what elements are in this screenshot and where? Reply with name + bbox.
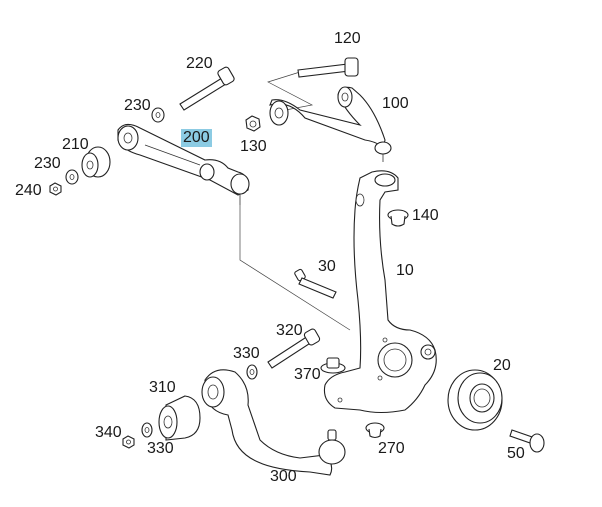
bushing-310[interactable] xyxy=(158,395,201,441)
label-330-lower[interactable]: 330 xyxy=(147,440,174,457)
nut-240[interactable] xyxy=(49,182,62,196)
label-10[interactable]: 10 xyxy=(396,262,414,279)
label-210[interactable]: 210 xyxy=(62,136,89,153)
label-300[interactable]: 300 xyxy=(270,468,297,485)
bolt-320[interactable] xyxy=(267,328,321,369)
label-340[interactable]: 340 xyxy=(95,424,122,441)
label-320[interactable]: 320 xyxy=(276,322,303,339)
plug-140[interactable] xyxy=(387,209,409,227)
washer-330-lower[interactable] xyxy=(141,422,153,438)
bushing-210[interactable] xyxy=(81,146,111,178)
nut-370[interactable] xyxy=(320,357,346,374)
label-310[interactable]: 310 xyxy=(149,379,176,396)
label-240[interactable]: 240 xyxy=(15,182,42,199)
label-30[interactable]: 30 xyxy=(318,258,336,275)
label-100[interactable]: 100 xyxy=(382,95,409,112)
bolt-120[interactable] xyxy=(297,57,359,78)
label-220[interactable]: 220 xyxy=(186,55,213,72)
wheel-hub-20[interactable] xyxy=(447,369,503,431)
label-270[interactable]: 270 xyxy=(378,440,405,457)
steering-knuckle-10[interactable] xyxy=(323,170,437,414)
label-50[interactable]: 50 xyxy=(507,445,525,462)
nut-130[interactable] xyxy=(245,115,261,132)
bolt-50[interactable] xyxy=(509,429,545,453)
upper-control-arm-100[interactable] xyxy=(269,86,392,162)
label-20[interactable]: 20 xyxy=(493,357,511,374)
bolt-220[interactable] xyxy=(179,66,235,111)
label-130[interactable]: 130 xyxy=(240,138,267,155)
label-230-lower[interactable]: 230 xyxy=(34,155,61,172)
lower-control-arm-200[interactable] xyxy=(117,123,250,205)
washer-330-upper[interactable] xyxy=(246,364,258,380)
label-330-upper[interactable]: 330 xyxy=(233,345,260,362)
bolt-30[interactable] xyxy=(294,268,337,299)
lower-wishbone-300[interactable] xyxy=(201,369,346,476)
label-120[interactable]: 120 xyxy=(334,30,361,47)
label-200[interactable]: 200 xyxy=(181,129,212,147)
label-140[interactable]: 140 xyxy=(412,207,439,224)
nut-270[interactable] xyxy=(365,422,385,439)
label-370[interactable]: 370 xyxy=(294,366,321,383)
label-230-upper[interactable]: 230 xyxy=(124,97,151,114)
washer-230-lower[interactable] xyxy=(65,169,79,185)
nut-340[interactable] xyxy=(122,435,135,449)
washer-230-upper[interactable] xyxy=(151,107,165,123)
